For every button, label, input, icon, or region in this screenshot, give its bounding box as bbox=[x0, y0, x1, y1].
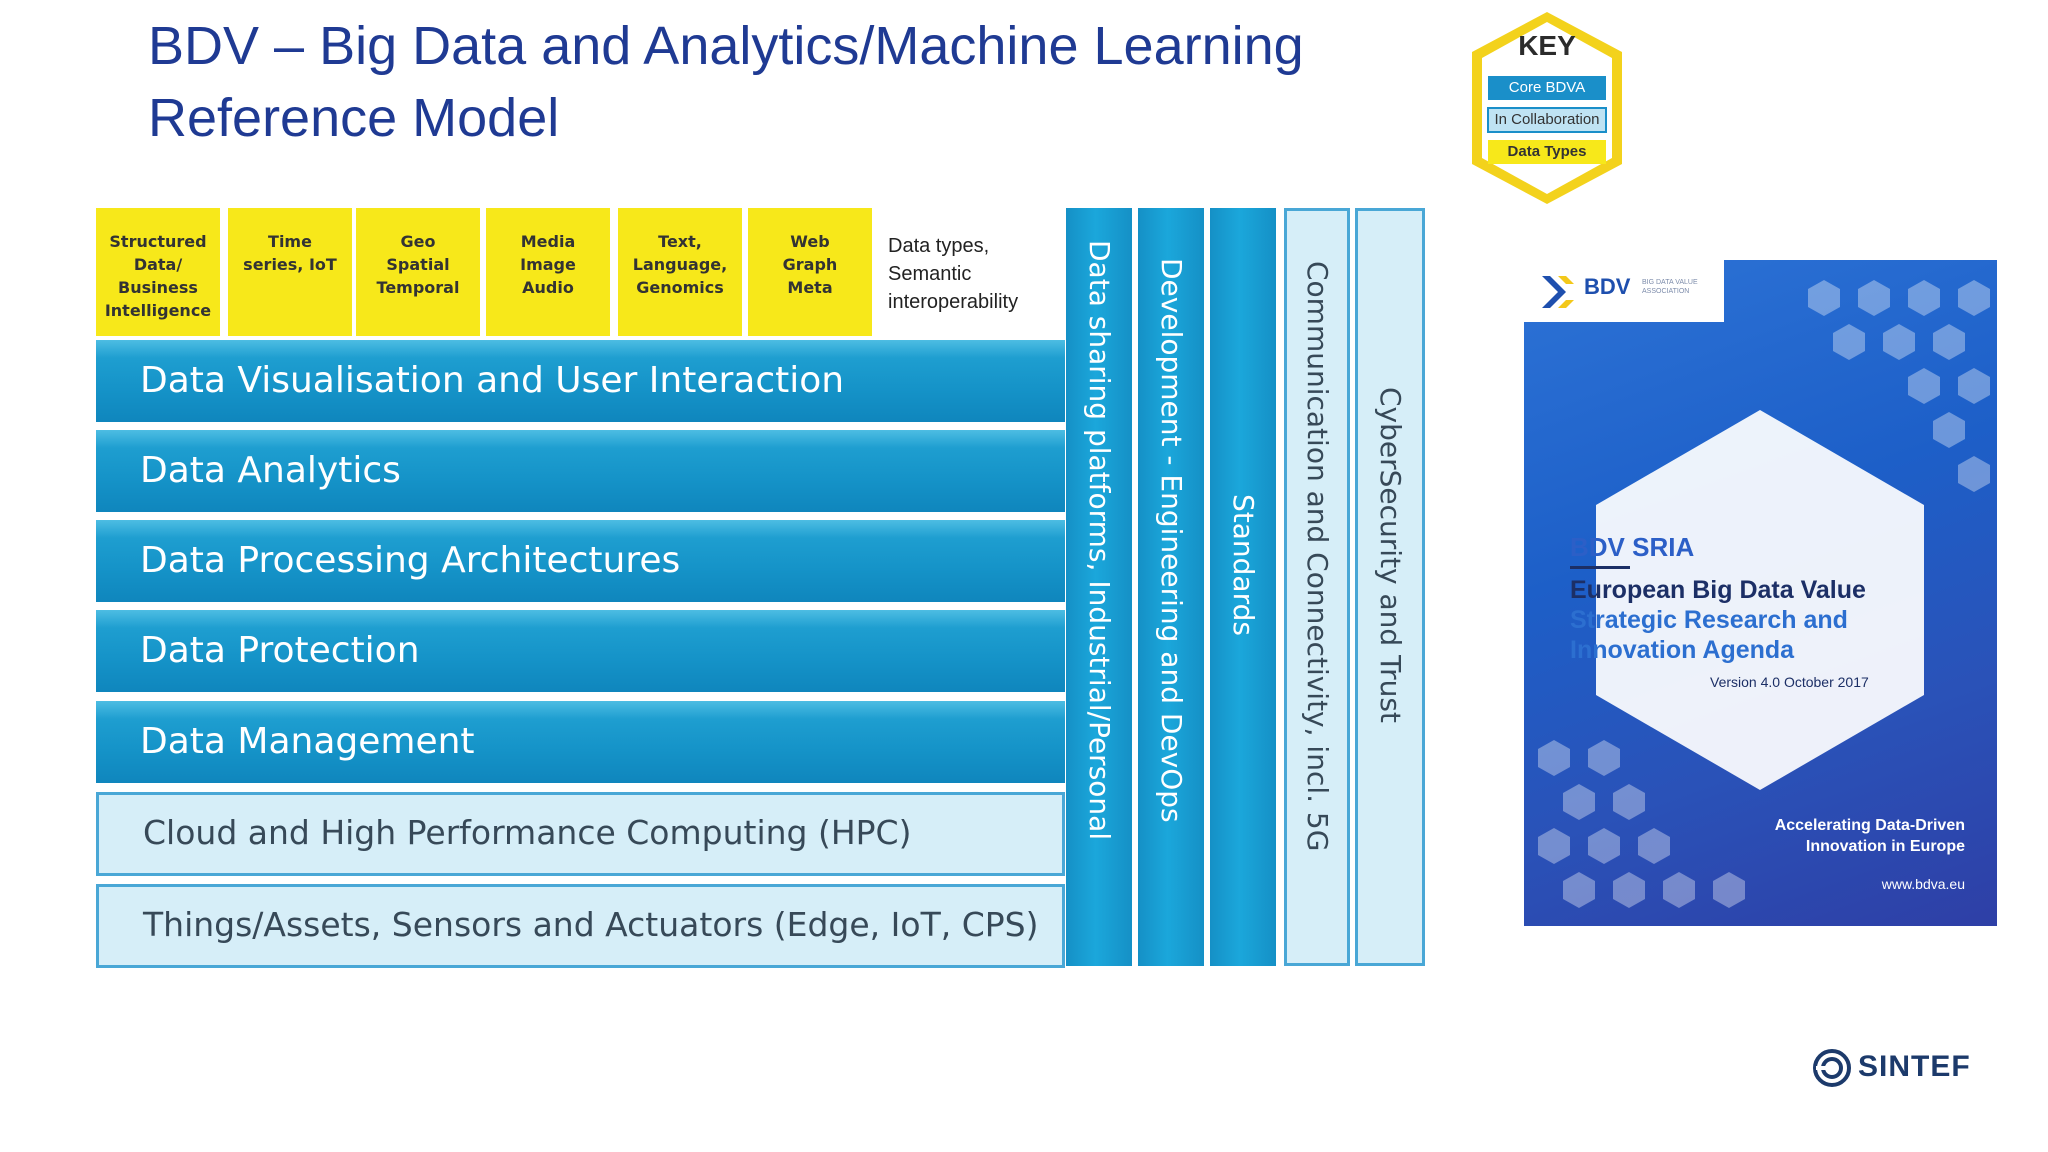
cover-line-2: Strategic Research and bbox=[1570, 606, 1848, 634]
cover-url: www.bdva.eu bbox=[1881, 876, 1965, 892]
note-line: Semantic bbox=[888, 263, 972, 285]
key-badge-hexagon bbox=[1472, 12, 1622, 204]
cover-tagline-2: Innovation in Europe bbox=[1805, 838, 1965, 855]
cover-logo-text: BDV bbox=[1584, 274, 1631, 299]
data-type-text: Structured bbox=[109, 232, 207, 251]
cover-divider bbox=[1570, 566, 1630, 569]
pillar-label: Data sharing platforms, Industrial/Perso… bbox=[1083, 240, 1116, 841]
data-type-text: Business bbox=[118, 278, 198, 297]
data-type-text: Audio bbox=[522, 278, 574, 297]
cover-version: Version 4.0 October 2017 bbox=[1710, 674, 1869, 690]
data-type-text: series, IoT bbox=[243, 255, 337, 274]
pillar-standards: Standards bbox=[1210, 208, 1276, 966]
data-type-text: Text, bbox=[658, 232, 702, 251]
pillar-label: Communication and Connectivity, incl. 5G bbox=[1301, 261, 1334, 852]
data-type-text: Data/ bbox=[133, 255, 183, 274]
data-type-media: Media Image Audio bbox=[486, 208, 610, 336]
data-type-structured: Structured Data/ Business Intelligence bbox=[96, 208, 220, 336]
cover-heading: BDV SRIA bbox=[1570, 532, 1695, 562]
layer-data-management: Data Management bbox=[96, 701, 1065, 783]
data-type-text: Image bbox=[520, 255, 576, 274]
layer-data-processing: Data Processing Architectures bbox=[96, 520, 1065, 602]
cover-line-3: Innovation Agenda bbox=[1570, 636, 1795, 664]
data-type-text: Temporal bbox=[376, 278, 460, 297]
data-types-note: Data types, Semantic interoperability bbox=[888, 232, 1058, 316]
note-line: Data types, bbox=[888, 235, 990, 257]
data-type-text: Media bbox=[520, 232, 576, 251]
cover-logo-subtext: BIG DATA VALUE ASSOCIATION bbox=[1642, 279, 1698, 295]
pillar-label: CyberSecurity and Trust bbox=[1374, 387, 1407, 723]
report-cover: BDV BIG DATA VALUE ASSOCIATION BDV SRIA … bbox=[1524, 260, 1997, 926]
data-type-time-series: Time series, IoT bbox=[228, 208, 352, 336]
key-collaboration: In Collaboration bbox=[1494, 111, 1600, 128]
cover-line-1: European Big Data Value bbox=[1570, 576, 1866, 604]
layer-things-sensors: Things/Assets, Sensors and Actuators (Ed… bbox=[96, 884, 1065, 968]
title-line-2: Reference Model bbox=[148, 88, 560, 148]
data-type-text: Genomics bbox=[636, 278, 724, 297]
layer-data-visualisation: Data Visualisation and User Interaction bbox=[96, 340, 1065, 422]
cover-tagline-1: Accelerating Data-Driven bbox=[1774, 817, 1965, 834]
key-data-types: Data Types bbox=[1507, 143, 1587, 160]
data-type-text: Language, bbox=[632, 255, 728, 274]
data-type-text: Web bbox=[790, 232, 830, 251]
key-heading: KEY bbox=[1518, 30, 1576, 61]
data-type-text: Intelligence bbox=[104, 301, 212, 320]
key-core: Core BDVA bbox=[1508, 79, 1586, 96]
pillar-label: Standards bbox=[1227, 494, 1260, 636]
layer-data-protection: Data Protection bbox=[96, 610, 1065, 692]
pillar-development: Development - Engineering and DevOps bbox=[1138, 208, 1204, 966]
layer-cloud-hpc: Cloud and High Performance Computing (HP… bbox=[96, 792, 1065, 876]
cover-logo-area: BDV BIG DATA VALUE ASSOCIATION bbox=[1524, 260, 1724, 322]
data-type-text: Time bbox=[268, 232, 312, 251]
hexagon-pattern bbox=[1538, 280, 1990, 908]
pillar-data-sharing: Data sharing platforms, Industrial/Perso… bbox=[1066, 208, 1132, 966]
pillar-cybersecurity: CyberSecurity and Trust bbox=[1355, 208, 1425, 966]
data-type-geo: Geo Spatial Temporal bbox=[356, 208, 480, 336]
page-title: BDV – Big Data and Analytics/Machine Lea… bbox=[148, 10, 1398, 154]
sintef-logo-text: SINTEF bbox=[1858, 1050, 1971, 1083]
key-badge: KEY Core BDVA In Collaboration Data Type… bbox=[1462, 8, 1632, 208]
data-type-web-graph: Web Graph Meta bbox=[748, 208, 872, 336]
layer-data-analytics: Data Analytics bbox=[96, 430, 1065, 512]
data-type-text: Graph bbox=[782, 255, 838, 274]
title-line-1: BDV – Big Data and Analytics/Machine Lea… bbox=[148, 16, 1304, 76]
data-type-text: Spatial bbox=[386, 255, 450, 274]
note-line: interoperability bbox=[888, 291, 1019, 313]
pillar-label: Development - Engineering and DevOps bbox=[1155, 258, 1188, 823]
sintef-logo-icon bbox=[1813, 1049, 1851, 1087]
data-type-text: Meta bbox=[787, 278, 833, 297]
data-type-text-language: Text, Language, Genomics bbox=[618, 208, 742, 336]
data-type-text: Geo bbox=[400, 232, 436, 251]
pillar-communication: Communication and Connectivity, incl. 5G bbox=[1284, 208, 1350, 966]
bdv-logo-icon bbox=[1542, 276, 1574, 308]
